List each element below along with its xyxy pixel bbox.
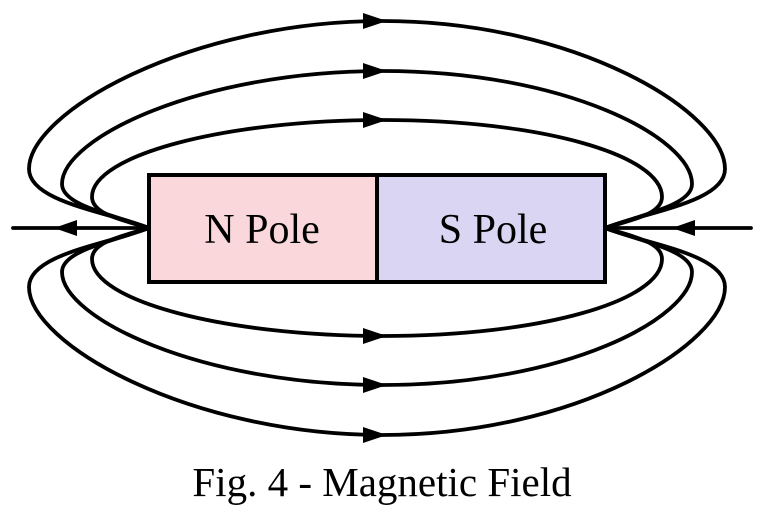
n-pole-label: N Pole — [204, 207, 320, 253]
field-direction-arrows — [54, 13, 695, 443]
right-arrow-icon — [363, 377, 387, 393]
s-pole — [377, 175, 605, 282]
left-arrow-icon — [672, 220, 695, 236]
left-arrow-icon — [54, 220, 77, 236]
right-arrow-icon — [363, 63, 387, 79]
right-arrow-icon — [363, 427, 387, 443]
right-arrow-icon — [363, 13, 387, 29]
n-pole — [149, 175, 377, 282]
bar-magnet: N Pole S Pole — [147, 173, 607, 284]
right-arrow-icon — [363, 112, 387, 128]
right-arrow-icon — [363, 328, 387, 344]
figure-caption: Fig. 4 - Magnetic Field — [192, 459, 571, 505]
s-pole-label: S Pole — [439, 207, 548, 253]
